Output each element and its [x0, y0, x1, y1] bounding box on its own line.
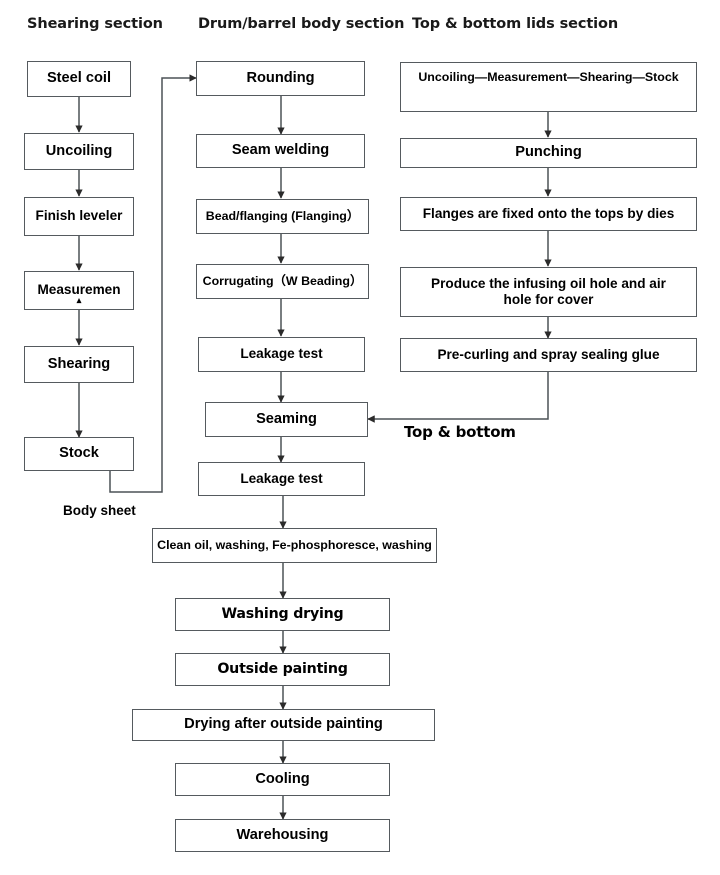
section-header-shearing: Shearing section — [27, 16, 163, 32]
section-header-drum-body: Drum/barrel body section — [198, 16, 405, 32]
process-box-outside-painting[interactable]: Outside painting — [175, 653, 390, 686]
process-box-punching[interactable]: Punching — [400, 138, 697, 168]
process-box-cooling[interactable]: Cooling — [175, 763, 390, 796]
process-box-pre-curling[interactable]: Pre-curling and spray sealing glue — [400, 338, 697, 372]
process-box-stock[interactable]: Stock — [24, 437, 134, 471]
process-box-clean-oil-washing[interactable]: Clean oil, washing, Fe-phosphoresce, was… — [152, 528, 437, 563]
process-box-uncoiling[interactable]: Uncoiling — [24, 133, 134, 170]
edge-label-top-bottom: Top & bottom — [404, 423, 516, 441]
process-box-washing-drying[interactable]: Washing drying — [175, 598, 390, 631]
process-box-steel-coil[interactable]: Steel coil — [27, 61, 131, 97]
process-box-leakage-test-2[interactable]: Leakage test — [198, 462, 365, 496]
process-box-produce-oil-hole[interactable]: Produce the infusing oil hole and air ho… — [400, 267, 697, 317]
process-box-measurement[interactable]: Measuremen ▴ — [24, 271, 134, 310]
process-box-lids-uncoiling-chain[interactable]: Uncoiling—Measurement—Shearing—Stock — [400, 62, 697, 112]
process-box-seaming[interactable]: Seaming — [205, 402, 368, 437]
process-box-warehousing[interactable]: Warehousing — [175, 819, 390, 852]
process-box-shearing[interactable]: Shearing — [24, 346, 134, 383]
process-box-seam-welding[interactable]: Seam welding — [196, 134, 365, 168]
edge-label-body-sheet: Body sheet — [63, 503, 136, 518]
process-box-rounding[interactable]: Rounding — [196, 61, 365, 96]
section-header-lids: Top & bottom lids section — [412, 16, 619, 32]
process-box-corrugating[interactable]: Corrugating（W Beading） — [196, 264, 369, 299]
process-box-measurement-label: Measuremen — [37, 282, 121, 298]
caret-mark-icon: ▴ — [76, 295, 82, 305]
process-box-bead-flanging[interactable]: Bead/flanging (Flanging） — [196, 199, 369, 234]
process-box-leakage-test-1[interactable]: Leakage test — [198, 337, 365, 372]
process-box-finish-leveler[interactable]: Finish leveler — [24, 197, 134, 236]
process-box-flanges-fixed[interactable]: Flanges are fixed onto the tops by dies — [400, 197, 697, 231]
process-box-drying-after-painting[interactable]: Drying after outside painting — [132, 709, 435, 741]
